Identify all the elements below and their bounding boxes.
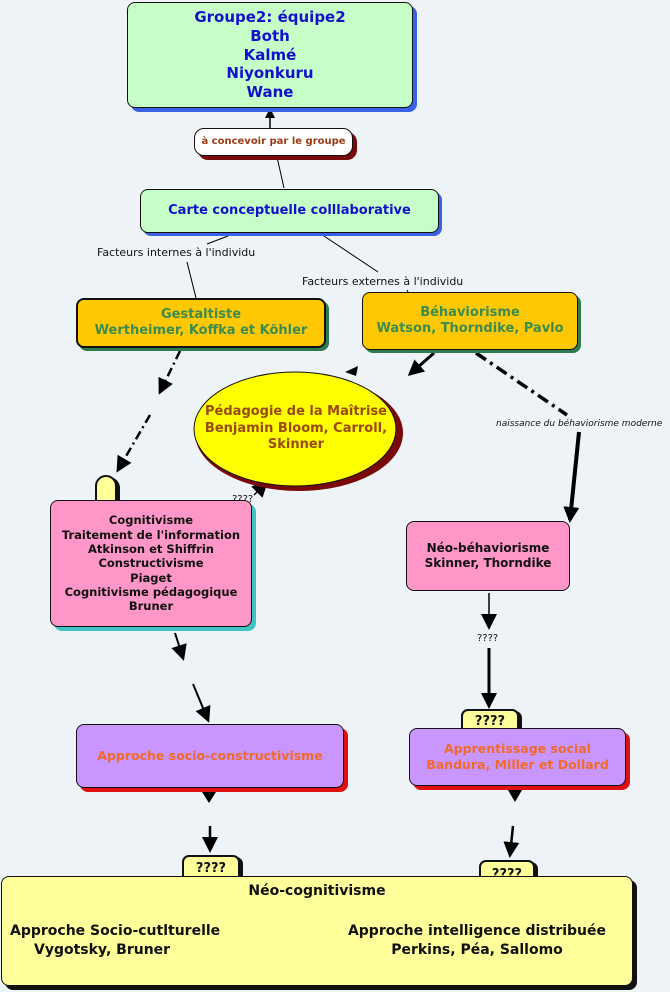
behaviorisme-authors: Watson, Thorndike, Pavlo — [376, 321, 564, 336]
group-member: Both — [250, 26, 290, 45]
intelligence-distribuee-title: Approche intelligence distribuée — [347, 923, 607, 939]
link-gestaltiste-mid — [158, 350, 182, 395]
gestaltiste-authors: Wertheimer, Koffka et Köhler — [94, 323, 308, 338]
pedagogie-node[interactable]: Pédagogie de la Maîtrise Benjamin Bloom,… — [196, 372, 396, 486]
link-label-q-neo: ???? — [477, 633, 499, 644]
gestaltiste-node[interactable]: Gestaltiste Wertheimer, Koffka et Köhler — [76, 298, 326, 348]
cognitivisme-line: Atkinson et Shiffrin — [88, 541, 214, 556]
neo-cognitivisme-right: Approche intelligence distribuée Perkins… — [330, 922, 624, 960]
group-node[interactable]: Groupe2: équipe2 Both Kalmé Niyonkuru Wa… — [127, 2, 413, 108]
pedagogie-title: Pédagogie de la Maîtrise — [205, 403, 387, 419]
link-naissance-neo — [563, 431, 581, 523]
behaviorisme-node[interactable]: Béhaviorisme Watson, Thorndike, Pavlo — [362, 292, 578, 350]
cognitivisme-line: Cognitivisme pédagogique — [64, 585, 238, 600]
neo-left-tab-label: ???? — [195, 861, 227, 876]
link-carte-internes — [206, 235, 229, 245]
link-label-q-pedagogie: ???? — [232, 494, 253, 505]
ellipse-top-arrowhead — [345, 366, 358, 376]
pedagogie-authors: Benjamin Bloom, Carroll, Skinner — [204, 420, 388, 453]
link-apprentissage-neocog — [503, 825, 520, 858]
link-carte-concevoir — [276, 156, 285, 189]
pedagogie-ellipse — [193, 371, 397, 487]
carte-node[interactable]: Carte conceptuelle colllaborative — [140, 189, 439, 233]
apprentissage-bottom-arrowhead — [508, 790, 522, 802]
group-member: Wane — [246, 83, 294, 102]
apprentissage-social-authors: Bandura, Miller et Dollard — [426, 757, 609, 772]
cognitivisme-line: Bruner — [128, 599, 174, 614]
link-gestaltiste-cognitivisme — [116, 414, 152, 473]
link-carte-externes — [323, 235, 379, 273]
socio-culturelle-authors: Vygotsky, Bruner — [34, 942, 171, 958]
concevoir-node[interactable]: à concevoir par le groupe — [194, 128, 353, 156]
group-member: Niyonkuru — [226, 64, 314, 83]
socio-constructivisme-node[interactable]: Approche socio-constructivisme — [76, 724, 344, 788]
link-behaviorisme-naissance — [475, 351, 568, 417]
apprentissage-social-title: Apprentissage social — [444, 741, 591, 757]
gestaltiste-title: Gestaltiste — [160, 306, 242, 322]
neo-behaviorisme-node[interactable]: Néo-béhaviorisme Skinner, Thorndike — [406, 521, 570, 591]
link-label-naissance: naissance du béhaviorisme moderne — [496, 419, 663, 429]
group-title: Groupe2: équipe2 — [194, 8, 346, 27]
group-member: Kalmé — [243, 45, 297, 64]
link-label-internes: Facteurs internes à l'individu — [97, 246, 256, 259]
socio-bottom-arrowhead — [202, 792, 216, 803]
cognitivisme-line: Traitement de l'information — [61, 527, 241, 542]
cognitivisme-line: Constructivisme — [98, 556, 204, 571]
neo-cognitivisme-node[interactable]: Néo-cognitivisme Approche Socio-cutlture… — [1, 876, 633, 986]
socio-constructivisme-label: Approche socio-constructivisme — [97, 748, 323, 764]
intelligence-distribuee-authors: Perkins, Péa, Sallomo — [391, 942, 563, 958]
link-label-externes: Facteurs externes à l'individu — [302, 275, 464, 288]
neo-cognitivisme-title: Néo-cognitivisme — [248, 883, 386, 899]
cognitivisme-line: Piaget — [130, 570, 172, 585]
cognitivisme-node[interactable]: Cognitivisme Traitement de l'information… — [50, 500, 252, 627]
link-cognitivisme-mid — [171, 632, 187, 661]
cognitivisme-line: Cognitivisme — [108, 513, 194, 528]
neo-behaviorisme-authors: Skinner, Thorndike — [424, 556, 552, 570]
carte-label: Carte conceptuelle colllaborative — [168, 202, 411, 218]
link-mid-socio — [192, 683, 211, 723]
link-behaviorisme-pedagogie — [407, 351, 435, 376]
behaviorisme-title: Béhaviorisme — [420, 304, 520, 320]
apprentissage-tab-label: ???? — [474, 714, 506, 729]
link-internes-gestaltiste — [186, 261, 197, 299]
socio-culturelle-title: Approche Socio-cutlturelle — [10, 923, 221, 939]
neo-behaviorisme-title: Néo-béhaviorisme — [426, 541, 550, 555]
neo-cognitivisme-left: Approche Socio-cutlturelle Vygotsky, Bru… — [10, 922, 220, 960]
concevoir-label: à concevoir par le groupe — [201, 135, 346, 147]
apprentissage-social-node[interactable]: Apprentissage social Bandura, Miller et … — [409, 728, 626, 786]
